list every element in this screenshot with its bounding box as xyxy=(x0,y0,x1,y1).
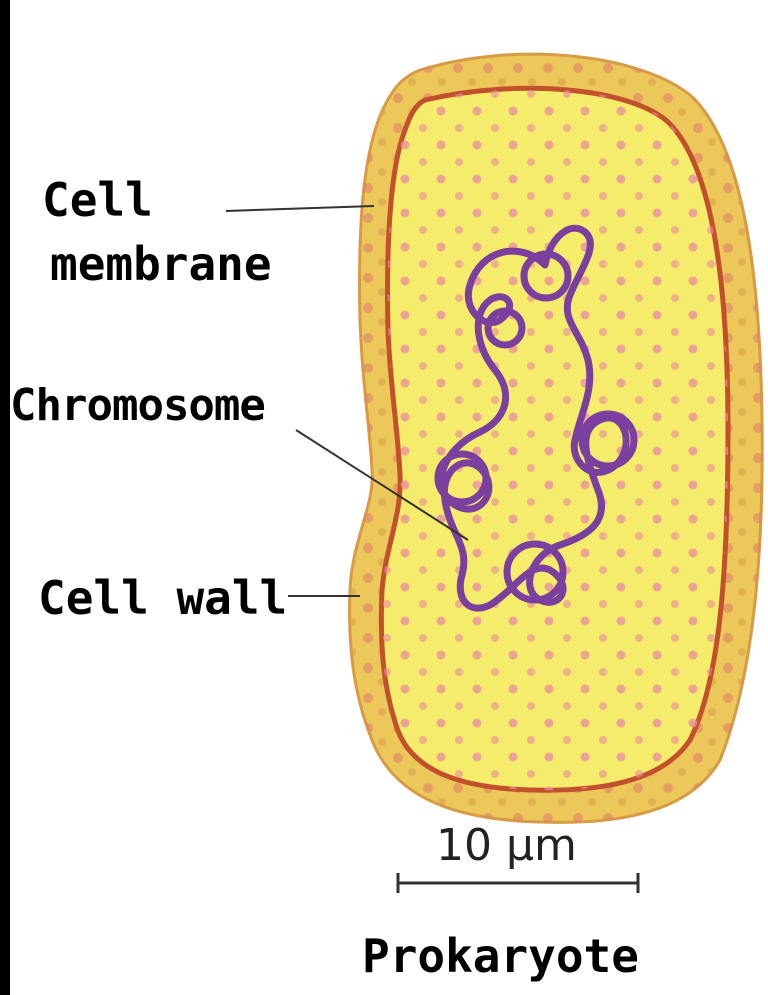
cell-membrane-leader xyxy=(226,206,374,211)
cell-membrane-label-line1: Cell xyxy=(42,172,153,228)
cell-membrane-label-line2: membrane xyxy=(50,236,272,292)
scale-bar xyxy=(398,873,638,893)
chromosome-label: Chromosome xyxy=(10,378,265,434)
scale-bar-label: 10 µm xyxy=(436,820,577,871)
cell-wall-label: Cell wall xyxy=(38,570,287,626)
caption-prokaryote: Prokaryote xyxy=(362,928,639,984)
